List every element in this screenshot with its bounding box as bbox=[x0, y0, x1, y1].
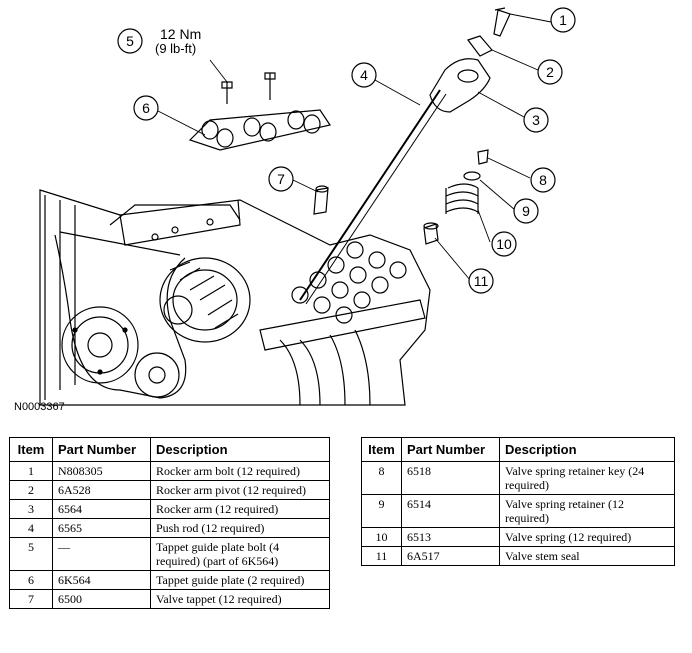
parts-table-right: Item Part Number Description 8 6518 Valv… bbox=[361, 437, 675, 566]
cell-item: 5 bbox=[9, 537, 53, 571]
parts-table-left: Item Part Number Description 1 N808305 R… bbox=[9, 437, 330, 609]
callout-3: 3 bbox=[532, 112, 540, 128]
callout-6: 6 bbox=[142, 100, 150, 116]
valve-spring-assembly bbox=[423, 149, 489, 245]
table-row: 6 6K564 Tappet guide plate (2 required) bbox=[9, 570, 330, 590]
callout-1: 1 bbox=[559, 12, 567, 28]
table-row: 2 6A528 Rocker arm pivot (12 required) bbox=[9, 480, 330, 500]
table-row: 4 6565 Push rod (12 required) bbox=[9, 518, 330, 538]
cell-description: Tappet guide plate bolt (4 required) (pa… bbox=[150, 537, 330, 571]
tappet-guide-plate-part bbox=[188, 72, 331, 151]
callout-11: 11 bbox=[474, 273, 489, 289]
torque-imperial: (9 lb-ft) bbox=[155, 41, 196, 56]
callout-7: 7 bbox=[277, 171, 285, 187]
callout-9: 9 bbox=[522, 203, 530, 219]
table-row: 3 6564 Rocker arm (12 required) bbox=[9, 499, 330, 519]
cell-item: 10 bbox=[361, 527, 402, 547]
cell-description: Valve spring retainer key (24 required) bbox=[499, 461, 675, 495]
table-row: 1 N808305 Rocker arm bolt (12 required) bbox=[9, 461, 330, 481]
header-part-number: Part Number bbox=[401, 437, 500, 462]
cell-part-number: — bbox=[52, 537, 151, 571]
cell-description: Valve spring (12 required) bbox=[499, 527, 675, 547]
leader-lines bbox=[157, 13, 552, 281]
cell-item: 1 bbox=[9, 461, 53, 481]
cell-part-number: 6564 bbox=[52, 499, 151, 519]
cell-description: Valve tappet (12 required) bbox=[150, 589, 330, 609]
cell-part-number: 6A517 bbox=[401, 546, 500, 566]
header-description: Description bbox=[150, 437, 330, 462]
torque-value: 12 Nm bbox=[160, 26, 201, 42]
cell-description: Valve stem seal bbox=[499, 546, 675, 566]
table-row: 8 6518 Valve spring retainer key (24 req… bbox=[361, 461, 675, 495]
cell-item: 4 bbox=[9, 518, 53, 538]
callout-10: 10 bbox=[496, 236, 512, 252]
cell-part-number: 6514 bbox=[401, 494, 500, 528]
rocker-arm-assembly bbox=[429, 7, 511, 113]
table-row: 5 — Tappet guide plate bolt (4 required)… bbox=[9, 537, 330, 571]
table-row: 11 6A517 Valve stem seal bbox=[361, 546, 675, 566]
callout-circles bbox=[117, 7, 576, 294]
cell-description: Rocker arm (12 required) bbox=[150, 499, 330, 519]
cell-description: Rocker arm pivot (12 required) bbox=[150, 480, 330, 500]
figure-id: N0003367 bbox=[14, 401, 65, 413]
valve-tappet-part bbox=[313, 185, 329, 215]
cell-part-number: 6513 bbox=[401, 527, 500, 547]
header-description: Description bbox=[499, 437, 675, 462]
cell-part-number: 6500 bbox=[52, 589, 151, 609]
header-part-number: Part Number bbox=[52, 437, 151, 462]
table-row: 7 6500 Valve tappet (12 required) bbox=[9, 589, 330, 609]
cell-part-number: 6518 bbox=[401, 461, 500, 495]
table-row: 10 6513 Valve spring (12 required) bbox=[361, 527, 675, 547]
cell-item: 2 bbox=[9, 480, 53, 500]
engine-illustration bbox=[39, 189, 431, 406]
cell-item: 11 bbox=[361, 546, 402, 566]
cell-description: Valve spring retainer (12 required) bbox=[499, 494, 675, 528]
cell-description: Rocker arm bolt (12 required) bbox=[150, 461, 330, 481]
callout-5: 5 bbox=[126, 33, 134, 49]
cell-description: Push rod (12 required) bbox=[150, 518, 330, 538]
cell-item: 3 bbox=[9, 499, 53, 519]
exploded-parts-diagram: 1 2 3 4 5 6 7 8 9 10 11 12 Nm (9 lb-ft) … bbox=[14, 7, 576, 413]
cell-item: 7 bbox=[9, 589, 53, 609]
cell-part-number: 6565 bbox=[52, 518, 151, 538]
table-row: 9 6514 Valve spring retainer (12 require… bbox=[361, 494, 675, 528]
cell-description: Tappet guide plate (2 required) bbox=[150, 570, 330, 590]
header-item: Item bbox=[361, 437, 402, 462]
cell-item: 9 bbox=[361, 494, 402, 528]
callout-4: 4 bbox=[360, 67, 368, 83]
cell-item: 8 bbox=[361, 461, 402, 495]
cell-part-number: 6A528 bbox=[52, 480, 151, 500]
cell-part-number: 6K564 bbox=[52, 570, 151, 590]
callout-2: 2 bbox=[546, 64, 554, 80]
header-item: Item bbox=[9, 437, 53, 462]
callout-8: 8 bbox=[539, 172, 547, 188]
push-rod-part bbox=[299, 89, 447, 305]
cell-part-number: N808305 bbox=[52, 461, 151, 481]
cell-item: 6 bbox=[9, 570, 53, 590]
